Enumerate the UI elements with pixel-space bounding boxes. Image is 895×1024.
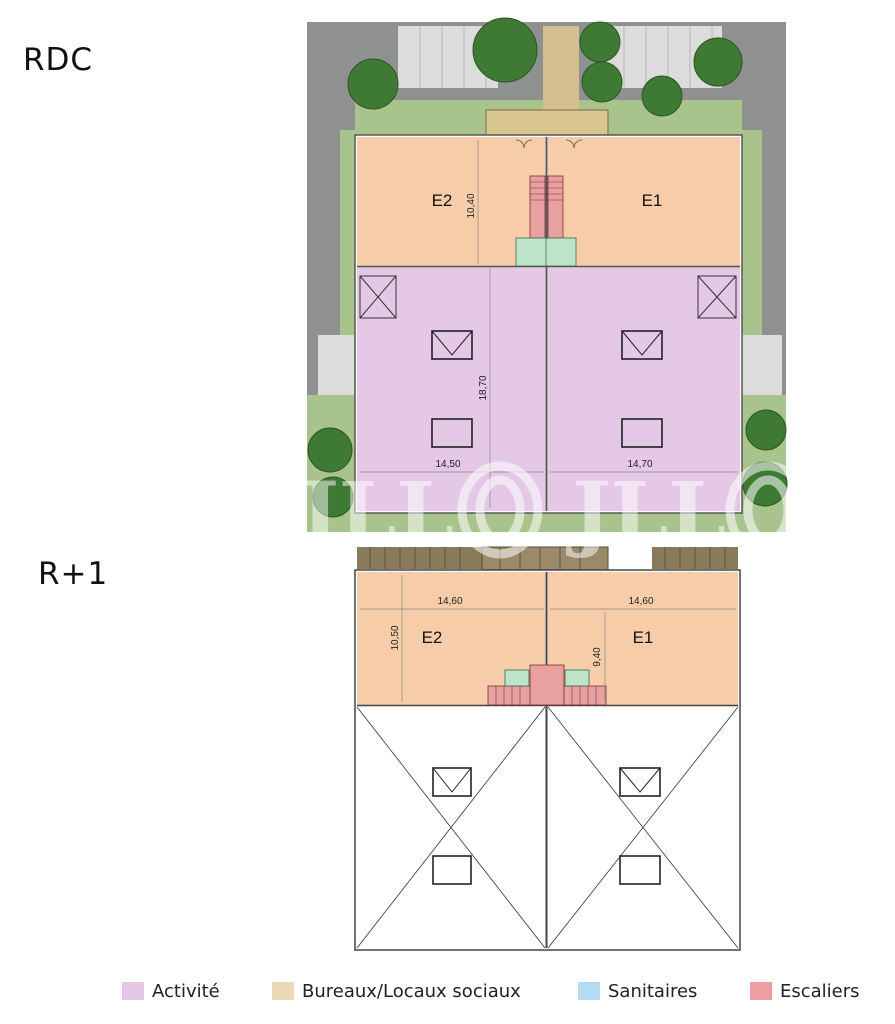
rdc-dim-right-width: 14,70 (627, 459, 652, 470)
r1-dim-left-depth: 10,50 (390, 625, 401, 650)
legend-item-bureaux: Bureaux/Locaux sociaux (272, 978, 521, 1004)
r1-unit-e1-label: E1 (633, 628, 654, 647)
legend-item-activite: Activité (122, 978, 220, 1004)
rdc-unit-e1-label: E1 (642, 191, 663, 210)
r1-terrace-left (357, 547, 485, 569)
r1-dim-right-depth: 9,40 (592, 647, 603, 667)
legend-item-escaliers: Escaliers (750, 978, 860, 1004)
r1-dim-right-width: 14,60 (628, 596, 653, 607)
rdc-dim-office-depth: 10,40 (466, 193, 477, 218)
rdc-office-e1 (548, 137, 740, 266)
r1-stairs (529, 664, 565, 706)
r1-unit-e2-label: E2 (422, 628, 443, 647)
level-label-r1: R+1 (38, 556, 109, 592)
parking-right (740, 335, 782, 395)
rdc-unit-e2-label: E2 (432, 191, 453, 210)
rdc-dim-left-width: 14,50 (435, 459, 460, 470)
rdc-activity-e2 (357, 267, 545, 511)
parking-left (318, 335, 354, 395)
legend-label: Escaliers (780, 980, 860, 1002)
rdc-dim-activity-depth: 18,70 (478, 375, 489, 400)
legend-swatch-bureaux (272, 982, 294, 1000)
legend-swatch-sanitaires (578, 982, 600, 1000)
trees (307, 17, 788, 518)
legend-label: Sanitaires (608, 980, 698, 1002)
rdc-office-e2 (357, 137, 545, 266)
legend-swatch-escaliers (750, 982, 772, 1000)
r1-dim-left-width: 14,60 (437, 596, 462, 607)
level-label-rdc: RDC (23, 42, 94, 78)
legend-label: Bureaux/Locaux sociaux (302, 980, 521, 1002)
rdc-site (307, 17, 788, 532)
legend-item-sanitaires: Sanitaires (578, 978, 697, 1004)
entrance-path (543, 26, 579, 112)
legend: Activité Bureaux/Locaux sociaux Sanitair… (0, 978, 895, 1004)
rdc-stairs-left (529, 175, 546, 239)
r1-wc-left (504, 669, 530, 687)
rdc-stairs-right (547, 175, 564, 239)
legend-label: Activité (152, 980, 220, 1002)
r1-wc-right (564, 669, 590, 687)
legend-swatch-activite (122, 982, 144, 1000)
r1-plan (354, 546, 741, 951)
